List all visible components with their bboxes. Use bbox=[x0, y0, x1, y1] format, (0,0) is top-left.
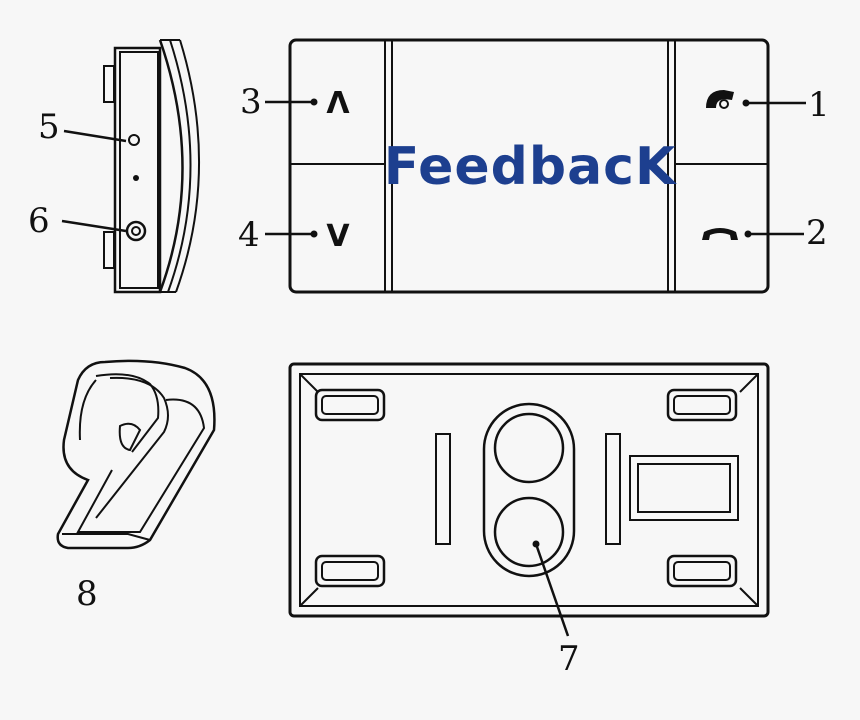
foot-bottom-right-inner bbox=[673, 561, 731, 581]
callout-4: 4 bbox=[238, 215, 260, 255]
callout-6: 6 bbox=[28, 201, 50, 241]
foot-top-right-inner bbox=[673, 395, 731, 415]
belt-clip: 8 bbox=[56, 359, 216, 614]
foot-bottom-right bbox=[666, 554, 738, 588]
back-corner-tl bbox=[299, 373, 319, 393]
mount-hole-bottom bbox=[493, 496, 565, 568]
leader-4-dot bbox=[310, 230, 318, 238]
foot-top-right bbox=[666, 388, 738, 422]
side-body-outline bbox=[113, 46, 162, 294]
back-corner-bl bbox=[299, 587, 319, 607]
rail-right bbox=[605, 433, 621, 545]
side-jack-inner bbox=[131, 226, 141, 236]
clip-base bbox=[62, 533, 151, 541]
side-tab-bottom bbox=[103, 231, 115, 269]
side-curve-front bbox=[175, 39, 201, 293]
side-curve-mid bbox=[167, 39, 192, 293]
foot-bottom-left-inner bbox=[321, 561, 379, 581]
volume-up-button: Λ bbox=[326, 86, 350, 121]
phone-answer-icon bbox=[706, 90, 734, 109]
side-port-small bbox=[128, 134, 140, 146]
callout-5: 5 bbox=[38, 107, 60, 147]
side-indicator-dot bbox=[133, 175, 139, 181]
back-view: 7 bbox=[288, 362, 770, 679]
clip-mount-outer bbox=[482, 402, 576, 578]
foot-top-left bbox=[314, 388, 386, 422]
callout-1: 1 bbox=[808, 85, 830, 125]
brand-logo: FeedbacK bbox=[384, 137, 677, 197]
clip-inner-loop bbox=[95, 373, 160, 453]
leader-1-dot bbox=[742, 99, 750, 107]
foot-top-left-inner bbox=[321, 395, 379, 415]
back-corner-br bbox=[739, 587, 759, 607]
leader-5 bbox=[63, 129, 127, 143]
volume-down-button: V bbox=[326, 219, 350, 254]
label-recess-inner bbox=[637, 463, 731, 513]
callout-2: 2 bbox=[806, 213, 828, 253]
foot-bottom-left bbox=[314, 554, 386, 588]
back-corner-tr bbox=[739, 373, 759, 393]
leader-6 bbox=[61, 219, 127, 233]
leader-2-dot bbox=[744, 230, 752, 238]
phone-hangup-icon bbox=[702, 228, 738, 240]
clip-slot bbox=[118, 422, 142, 452]
rail-left bbox=[435, 433, 451, 545]
clip-inner-path bbox=[95, 376, 169, 519]
callout-7: 7 bbox=[558, 639, 580, 679]
back-body-outer bbox=[288, 362, 770, 618]
side-curve-outer bbox=[158, 39, 184, 293]
leader-3-dot bbox=[310, 98, 318, 106]
front-view: FeedbacK Λ V 3 4 1 2 bbox=[238, 38, 830, 294]
clip-back-edge bbox=[78, 379, 97, 441]
callout-3: 3 bbox=[240, 82, 262, 122]
back-body-inner bbox=[299, 373, 759, 607]
callout-8: 8 bbox=[76, 574, 98, 614]
side-view: 5 6 bbox=[28, 39, 201, 294]
side-tab-top bbox=[103, 65, 115, 103]
side-body-inner bbox=[119, 51, 159, 289]
mount-hole-top bbox=[493, 412, 565, 484]
front-body bbox=[288, 38, 770, 294]
clip-spring-arm bbox=[76, 398, 206, 533]
label-recess bbox=[629, 455, 739, 521]
side-jack-outer bbox=[125, 220, 147, 242]
leader-7 bbox=[534, 543, 570, 637]
clip-outer bbox=[56, 359, 216, 550]
